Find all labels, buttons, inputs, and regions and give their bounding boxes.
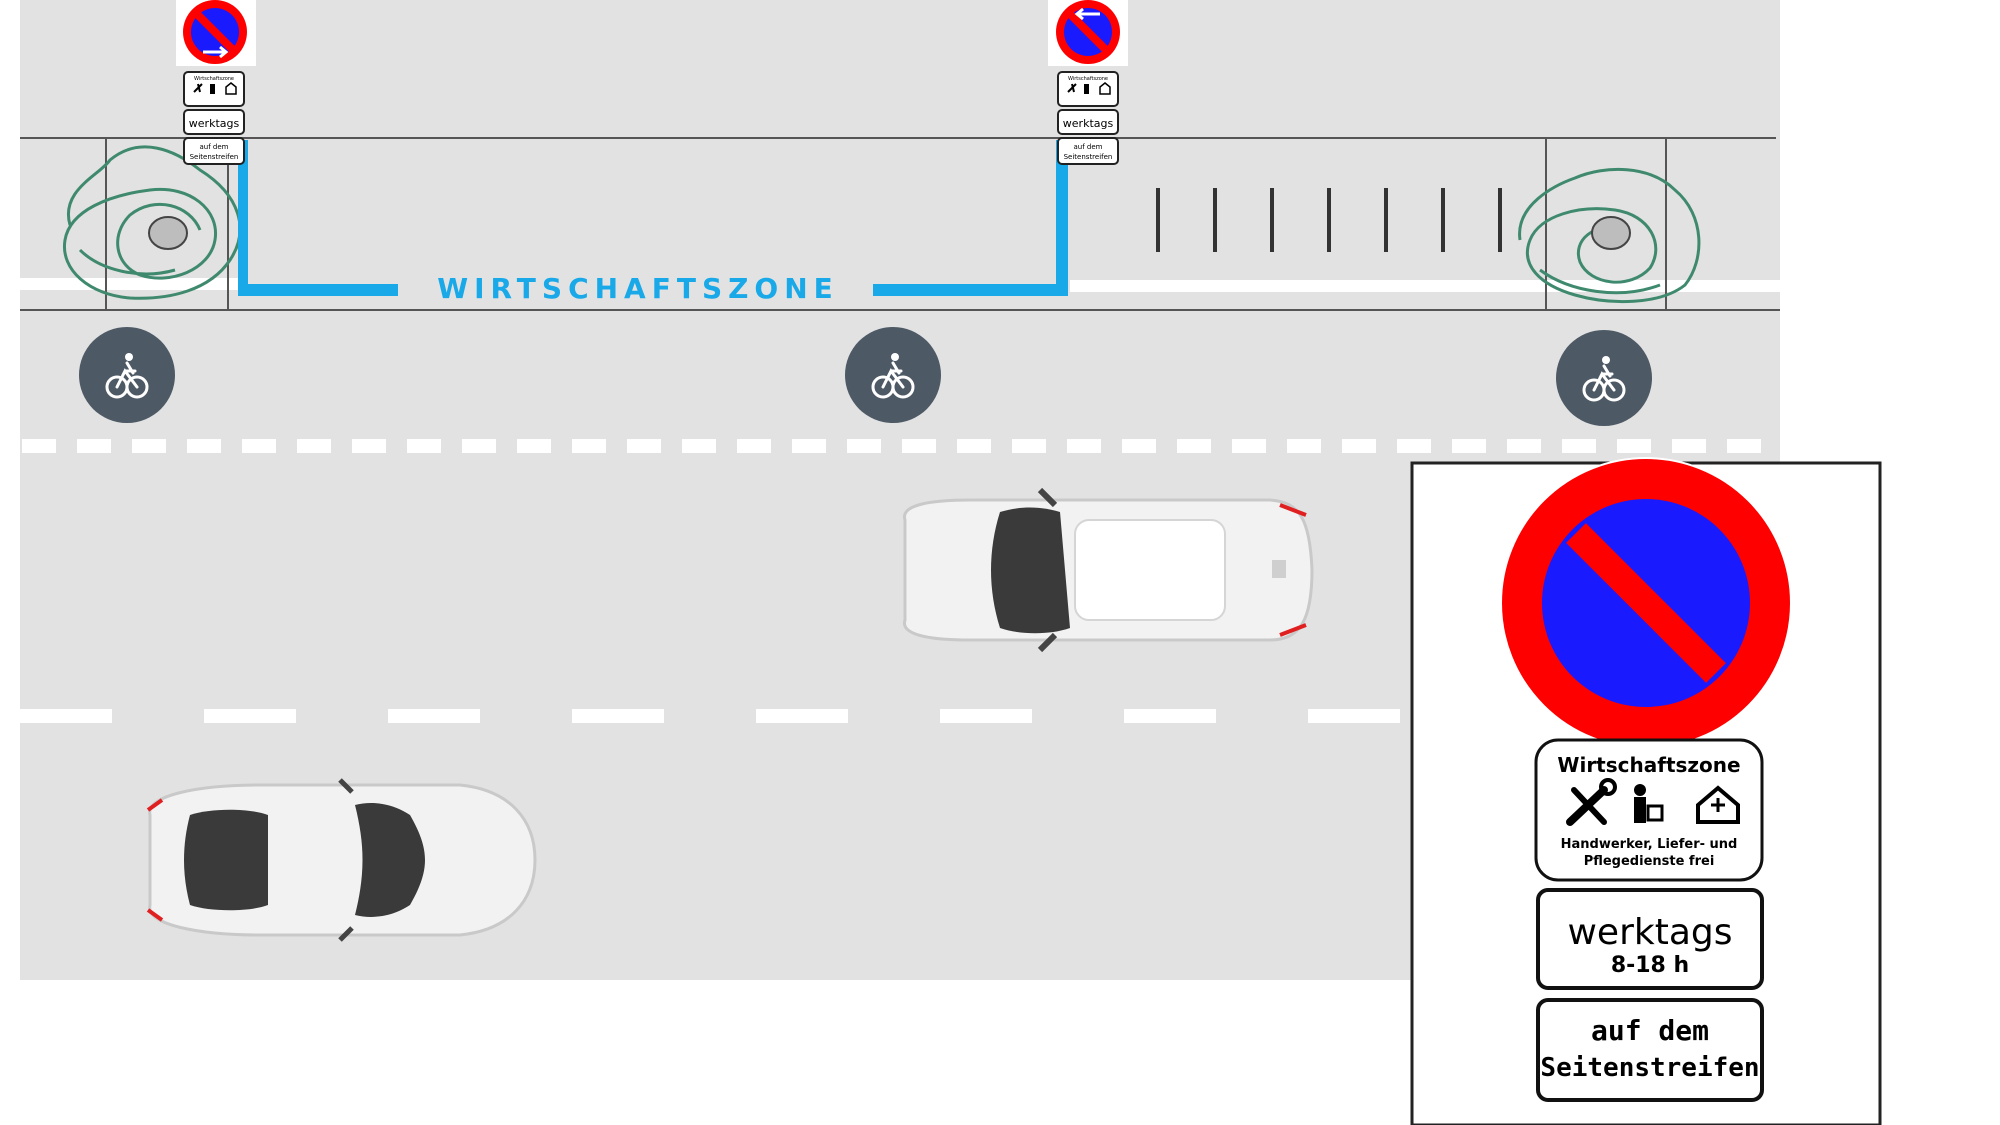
tree-pit-right: [1518, 138, 1701, 310]
mini-sign-center-loc1: auf dem: [1074, 143, 1103, 151]
car-bottom-lane: [146, 778, 537, 942]
tools-icon: [1566, 778, 1617, 826]
mini-sign-center-loc2: Seitenstreifen: [1064, 153, 1113, 161]
arrow-right-icon: [203, 45, 229, 59]
mini-sign-center: Wirtschaftszone werktags auf dem Seitens…: [1048, 0, 1128, 165]
delivery-person-icon: [1634, 784, 1664, 823]
mini-sign-left-loc1: auf dem: [200, 143, 229, 151]
mini-sign-center-days: werktags: [1063, 117, 1114, 130]
tree-scribble-icon: [62, 145, 242, 300]
mini-tools-icon: [193, 83, 203, 93]
care-home-icon: [1696, 785, 1740, 824]
tree-scribble-icon: [1518, 167, 1701, 303]
arrow-left-icon: [1074, 7, 1100, 21]
legend-location-line1: auf dem: [1591, 1014, 1709, 1047]
legend-location-line2: Seitenstreifen: [1540, 1053, 1759, 1083]
mini-sign-left-loc2: Seitenstreifen: [190, 153, 239, 161]
legend-days: werktags: [1567, 912, 1732, 953]
legend-zone-title: Wirtschaftszone: [1557, 753, 1740, 777]
legend-sign-panel: Wirtschaftszone Handwerker, Liefer- und …: [1410, 457, 1882, 1125]
mini-tools-icon: [1067, 83, 1077, 93]
legend-exempt-line1: Handwerker, Liefer- und: [1561, 837, 1738, 852]
loading-zone-marking: [238, 140, 1068, 296]
mini-sign-left-days: werktags: [189, 117, 240, 130]
mini-house-icon: [1099, 82, 1111, 95]
bike-lane-symbol-3: [1556, 330, 1652, 426]
mini-person-icon: [1084, 84, 1089, 94]
mini-sign-center-title: Wirtschaftszone: [1068, 76, 1108, 82]
bike-lane-symbol-2: [845, 327, 941, 423]
mini-sign-left: Wirtschaftszone werktags auf dem Seitens…: [176, 0, 256, 165]
no-parking-stripes: [1156, 188, 1502, 252]
mini-house-icon: [225, 82, 237, 95]
mini-sign-left-title: Wirtschaftszone: [194, 76, 234, 82]
lane-edge-white-right: [1070, 280, 1780, 292]
legend-hours: 8-18 h: [1611, 953, 1689, 978]
tree-pit-left: [62, 138, 242, 310]
legend-exempt-line2: Pflegedienste frei: [1584, 854, 1715, 869]
lane-edge-white-left: [20, 278, 240, 290]
bike-lane-symbol-1: [79, 327, 175, 423]
car-top-lane: [903, 487, 1314, 653]
mini-person-icon: [210, 84, 215, 94]
zone-label: WIRTSCHAFTSZONE: [437, 272, 839, 305]
